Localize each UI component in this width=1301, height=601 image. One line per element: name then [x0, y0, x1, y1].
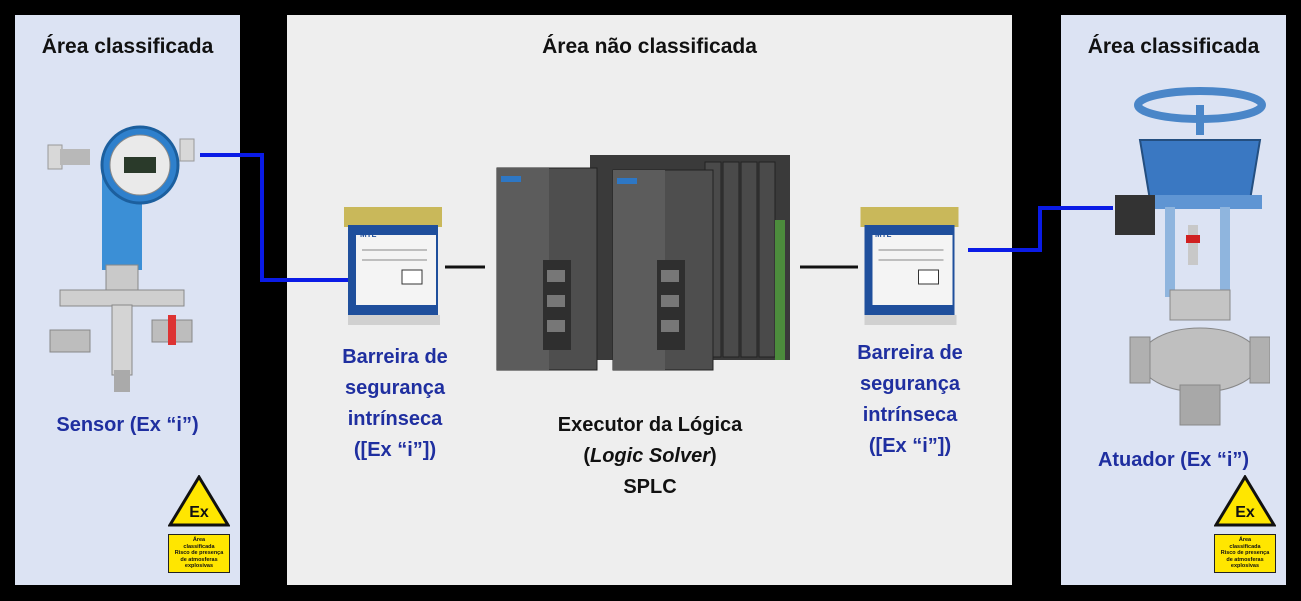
actuator-wire	[968, 206, 1113, 252]
barrier-left-line1: Barreira de	[342, 346, 448, 368]
barrier-right-line3: intrínseca	[862, 404, 958, 426]
center-area-title: Área não classificada	[542, 35, 757, 58]
warn-left-line1: Área	[192, 537, 206, 543]
barrier-right-line1: Barreira de	[857, 342, 963, 364]
pressure-transmitter-icon	[47, 125, 195, 392]
left-area-title: Área classificada	[41, 35, 214, 58]
ex-warning-text-right: Área classificada Risco de presença de a…	[1214, 534, 1276, 573]
logic-solver-label: Executor da Lógica (Logic Solver) SPLC	[500, 410, 800, 503]
warn-left-line2: classificada	[183, 543, 215, 550]
plc-rack-icon	[496, 155, 790, 371]
logic-solver-line2: (Logic Solver)	[500, 441, 800, 472]
ex-warning-sign-left: Ex Área classificada Risco de presença d…	[167, 474, 231, 573]
ex-warning-text-left: Área classificada Risco de presença de a…	[168, 534, 230, 573]
barrier-left-icon	[344, 207, 442, 325]
ex-warning-sign-right: Ex Área classificada Risco de presença d…	[1213, 474, 1277, 573]
barrier-left-label: Barreira de segurança intrínseca ([Ex “i…	[310, 342, 480, 466]
right-area-title: Área classificada	[1087, 35, 1260, 58]
warn-left-line5: explosivas	[184, 563, 214, 569]
ex-triangle-icon: Ex	[1213, 474, 1277, 527]
barrier-right-label: Barreira de segurança intrínseca ([Ex “i…	[825, 338, 995, 462]
ex-symbol-left: Ex	[189, 504, 209, 521]
barrier-right-line4: ([Ex “i”])	[868, 435, 952, 457]
barrier-left-line4: ([Ex “i”])	[353, 439, 437, 461]
actuator-label: Atuador (Ex “i”)	[1097, 449, 1250, 471]
warn-left-line3: Risco de presença	[174, 550, 224, 556]
barrier-right-line2: segurança	[859, 373, 961, 395]
warn-right-line3: Risco de presença	[1220, 550, 1270, 556]
logic-solver-line1: Executor da Lógica	[557, 414, 743, 436]
control-valve-icon	[1115, 87, 1270, 426]
sensor-label: Sensor (Ex “i”)	[56, 414, 199, 436]
ex-symbol-right: Ex	[1235, 504, 1255, 521]
barrier-right-icon	[860, 207, 959, 325]
ex-triangle-icon: Ex	[167, 474, 231, 527]
barrier-right-brand: MTL	[875, 230, 892, 239]
warn-right-line5: explosivas	[1230, 563, 1260, 569]
warn-left-line4: de atmosferas	[180, 556, 218, 563]
logic-solver-paren-close: )	[710, 445, 717, 467]
logic-solver-line3: SPLC	[623, 476, 677, 498]
warn-right-line1: Área	[1238, 537, 1252, 543]
sensor-wire	[200, 153, 348, 282]
barrier-left-brand: MTL	[360, 230, 377, 239]
logic-solver-italic: Logic Solver	[589, 445, 711, 467]
logic-solver-paren-open: (	[583, 445, 590, 467]
barrier-left-line3: intrínseca	[347, 408, 443, 430]
barrier-left-line2: segurança	[344, 377, 446, 399]
warn-right-line2: classificada	[1229, 543, 1261, 550]
warn-right-line4: de atmosferas	[1226, 556, 1264, 563]
